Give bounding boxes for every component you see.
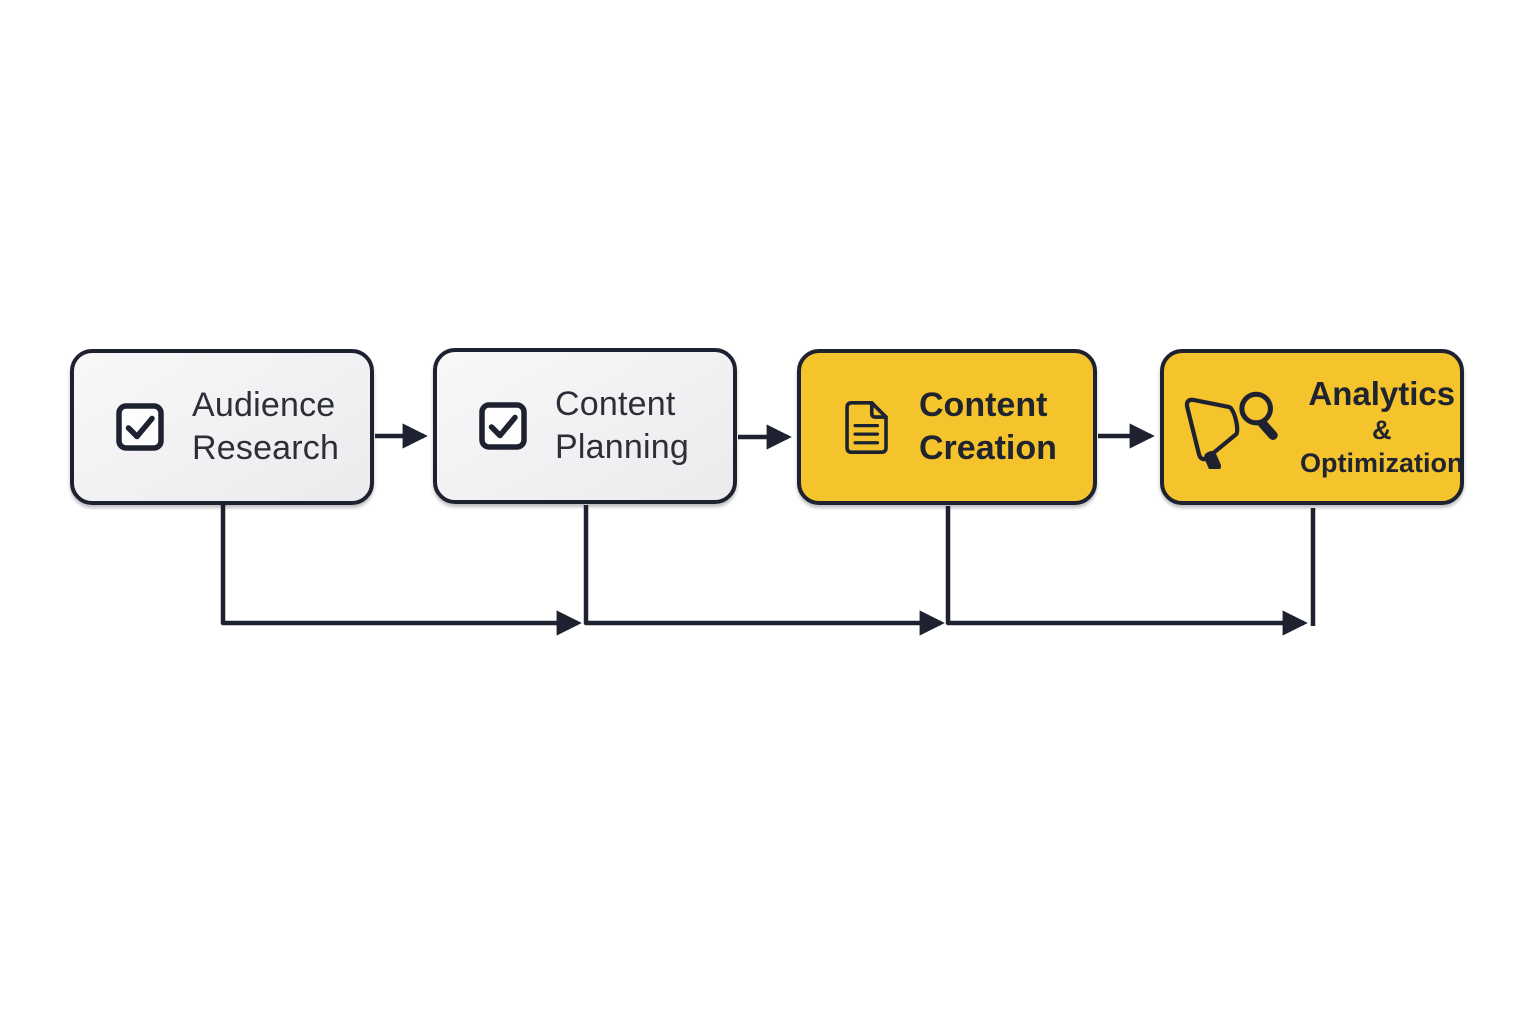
node-label-line1: Audience [192, 386, 336, 424]
node-label-line2: & Optimization [1300, 415, 1464, 478]
node-content-creation: Content Creation [797, 349, 1097, 505]
rail-research-to-planning [220, 504, 582, 636]
megaphone-magnifier-icon [1180, 385, 1292, 469]
node-label-line2: Creation [919, 429, 1057, 467]
node-label-line1: Content [555, 385, 676, 423]
node-label: Audience Research [192, 384, 339, 470]
rail-planning-to-creation [583, 505, 945, 636]
node-label-line2: Planning [555, 428, 689, 466]
checkbox-icon [114, 401, 166, 453]
node-label: Content Planning [555, 383, 689, 469]
node-label-line2: Research [192, 429, 340, 467]
node-label: Analytics & Optimization [1300, 374, 1464, 480]
node-label: Content Creation [919, 384, 1057, 470]
node-label-line1: Analytics [1308, 375, 1456, 412]
node-audience-research: Audience Research [70, 349, 374, 505]
document-icon [841, 399, 893, 456]
rail-creation-to-analytics [945, 506, 1308, 636]
checkbox-icon [477, 400, 529, 452]
node-label-line1: Content [919, 386, 1048, 424]
node-content-planning: Content Planning [433, 348, 737, 504]
node-analytics-optimization: Analytics & Optimization [1160, 349, 1464, 505]
